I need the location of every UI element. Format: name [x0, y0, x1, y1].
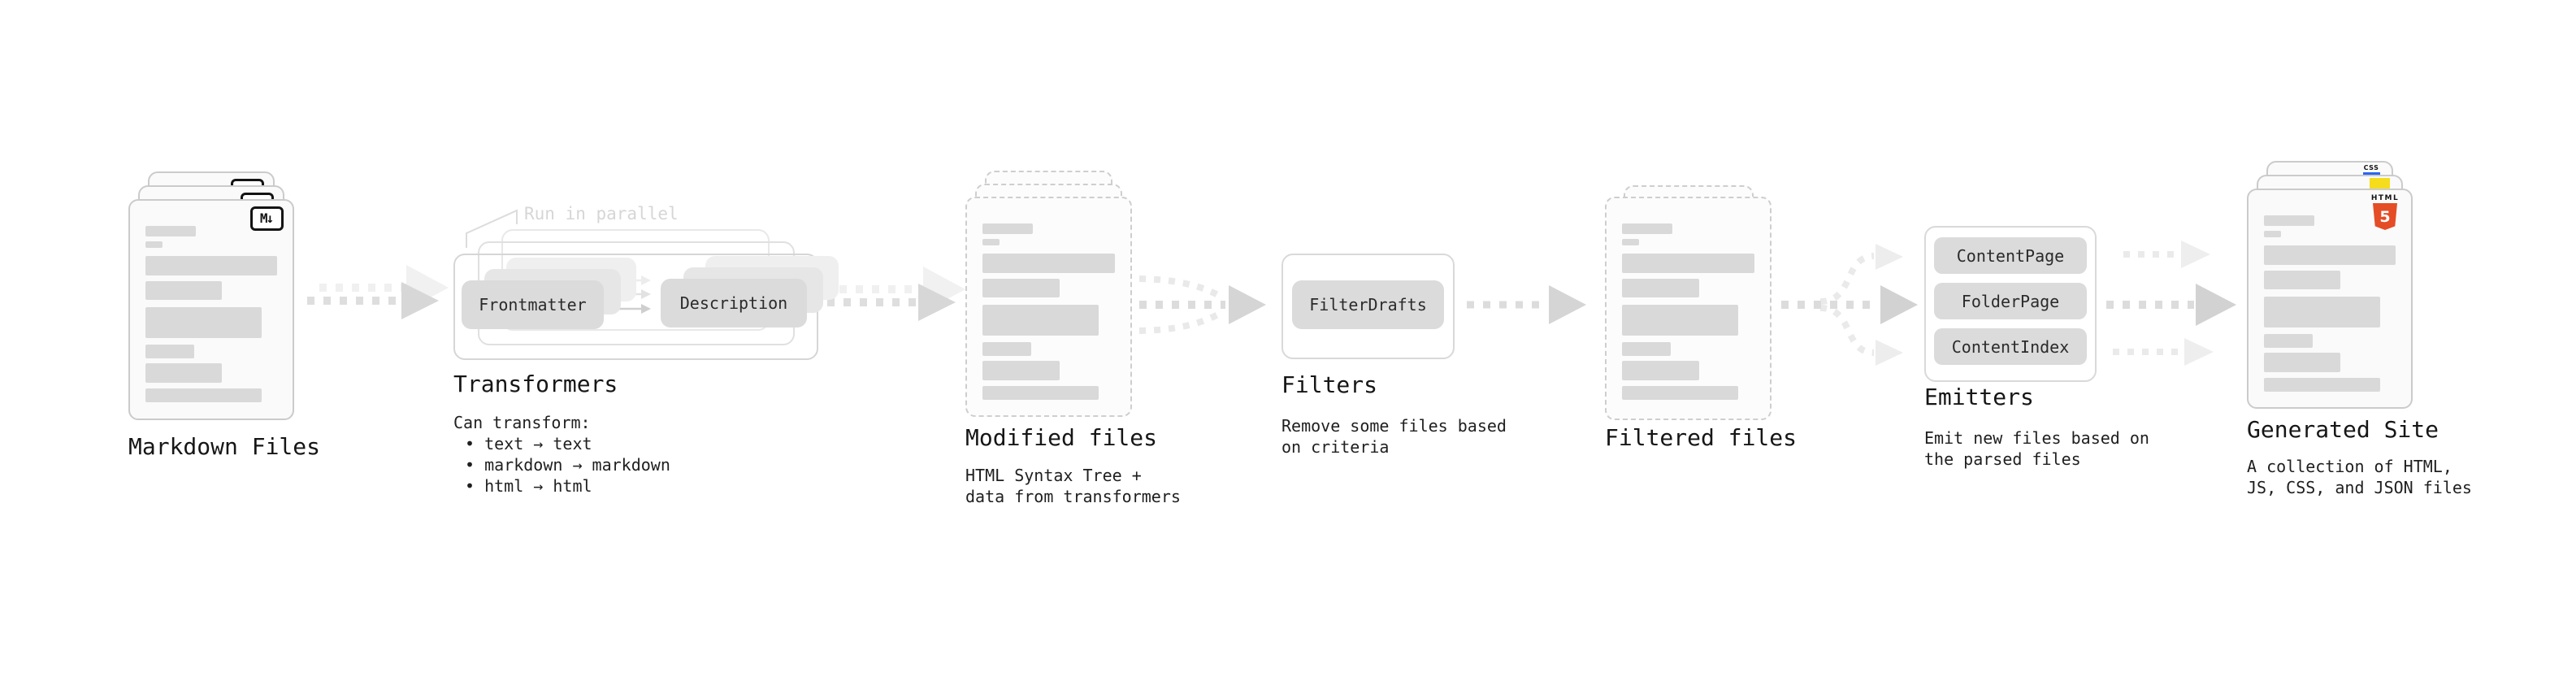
arrow-markdown-to-transformers [307, 265, 449, 319]
text-placeholder-bar [2264, 271, 2340, 289]
text-placeholder-bar [982, 361, 1060, 380]
text-placeholder-bar [982, 305, 1099, 336]
filters-description: Remove some files based on criteria [1281, 415, 1507, 458]
filterdrafts-pill: FilterDrafts [1292, 280, 1444, 329]
generated-site-description: A collection of HTML, JS, CSS, and JSON … [2247, 456, 2472, 498]
text-placeholder-bar [145, 388, 262, 402]
text-placeholder-bar [1622, 305, 1739, 336]
text-placeholder-bar [145, 241, 163, 248]
text-placeholder-bar [982, 239, 1000, 245]
transformers-sub-title: Can transform: [453, 413, 591, 432]
modified-files-description: HTML Syntax Tree + data from transformer… [965, 465, 1181, 507]
text-placeholder-bar [2264, 297, 2380, 327]
text-placeholder-bar [982, 254, 1115, 273]
contentpage-pill: ContentPage [1934, 237, 2087, 274]
generated-site-label: Generated Site [2247, 416, 2439, 443]
text-placeholder-bar [1622, 254, 1754, 273]
modified-files-label: Modified files [965, 424, 1158, 451]
text-placeholder-bar [1622, 279, 1699, 297]
document-skeleton-text [2264, 215, 2396, 392]
transform-bullet: • html → html [465, 476, 592, 496]
document-skeleton-text [1622, 223, 1754, 400]
arrow-filters-to-filtered [1467, 285, 1586, 324]
text-placeholder-bar [1622, 342, 1672, 356]
text-placeholder-bar [1622, 239, 1640, 245]
transform-bullet: • text → text [465, 434, 592, 453]
text-placeholder-bar [1622, 223, 1672, 234]
text-placeholder-bar [145, 345, 194, 358]
text-placeholder-bar [145, 307, 262, 338]
document-skeleton-text [145, 226, 277, 402]
transform-bullet: • markdown → markdown [465, 455, 670, 475]
emitters-label: Emitters [1924, 384, 2034, 410]
modified-sub-line: HTML Syntax Tree + [965, 466, 1142, 485]
text-placeholder-bar [145, 226, 196, 236]
emitters-sub-line: the parsed files [1924, 449, 2081, 469]
frontmatter-pill: Frontmatter [462, 280, 604, 329]
arrow-modified-to-filters [1138, 275, 1266, 334]
text-placeholder-bar [145, 363, 222, 383]
markdown-files-label: Markdown Files [128, 433, 321, 460]
arrow-emitters-to-generated [2106, 241, 2236, 366]
text-placeholder-bar [982, 386, 1099, 400]
text-placeholder-bar [145, 281, 222, 300]
text-placeholder-bar [145, 256, 277, 275]
filters-sub-line: on criteria [1281, 437, 1390, 457]
text-placeholder-bar [1622, 386, 1739, 400]
markdown-icon: M↓ [250, 206, 284, 231]
emitters-sub-line: Emit new files based on [1924, 428, 2149, 448]
text-placeholder-bar [2264, 353, 2340, 372]
text-placeholder-bar [982, 342, 1032, 356]
generated-doc-html: HTML 5 [2247, 189, 2413, 409]
generated-sub-line: JS, CSS, and JSON files [2247, 478, 2472, 497]
filters-sub-line: Remove some files based [1281, 416, 1507, 436]
text-placeholder-bar [982, 223, 1033, 234]
modified-sub-line: data from transformers [965, 487, 1181, 506]
text-placeholder-bar [1622, 361, 1699, 380]
filtered-files-label: Filtered files [1605, 424, 1798, 451]
transformers-label: Transformers [453, 371, 618, 397]
run-in-parallel-callout: Run in parallel [524, 204, 679, 223]
text-placeholder-bar [982, 279, 1060, 297]
arrow-filtered-to-emitters [1781, 244, 1918, 366]
text-placeholder-bar [2264, 334, 2313, 348]
description-pill: Description [661, 279, 807, 327]
modified-doc-front [965, 197, 1132, 417]
generated-sub-line: A collection of HTML, [2247, 457, 2452, 476]
markdown-doc-front: M↓ [128, 199, 294, 420]
arrow-transformers-to-modified [827, 267, 965, 321]
document-skeleton-text [982, 223, 1115, 400]
text-placeholder-bar [2264, 231, 2282, 237]
transformers-description: Can transform: • text → text • markdown … [453, 412, 670, 497]
css-icon: CSS [2361, 165, 2381, 176]
text-placeholder-bar [2264, 378, 2380, 392]
filters-label: Filters [1281, 371, 1378, 398]
emitters-description: Emit new files based on the parsed files [1924, 427, 2149, 470]
filtered-doc-front [1605, 197, 1772, 420]
html5-icon: HTML 5 [2366, 194, 2404, 230]
text-placeholder-bar [2264, 215, 2314, 226]
folderpage-pill: FolderPage [1934, 283, 2087, 319]
contentindex-pill: ContentIndex [1934, 328, 2087, 365]
js-icon [2370, 178, 2390, 189]
text-placeholder-bar [2264, 245, 2396, 265]
